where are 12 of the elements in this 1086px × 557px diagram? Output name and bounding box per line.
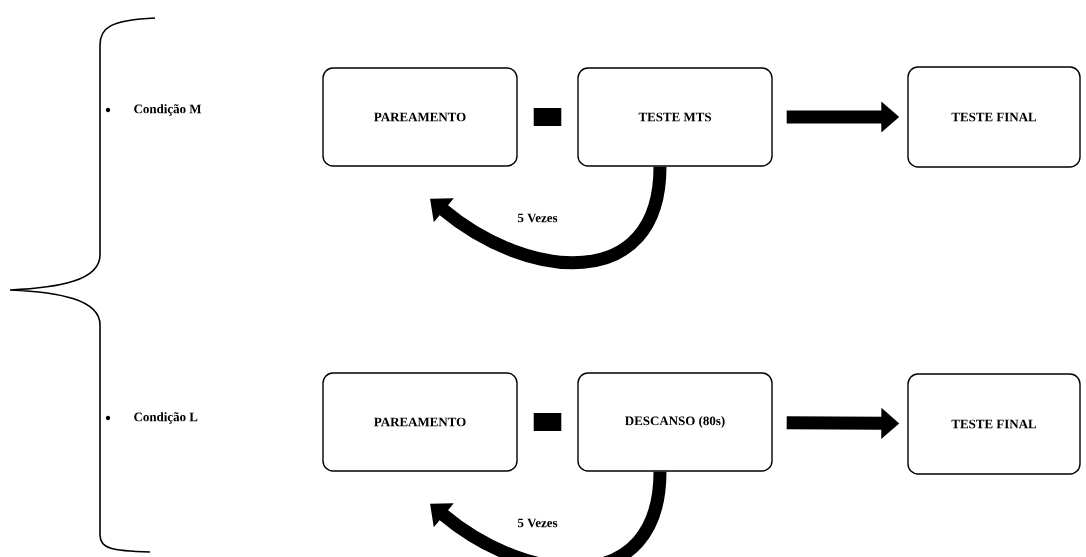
arrow <box>430 166 667 269</box>
edge-label: 5 Vezes <box>515 211 560 225</box>
process-box: PAREAMENTO <box>322 67 518 167</box>
condition-label: Condição L <box>134 412 198 424</box>
process-box: TESTE MTS <box>577 67 773 167</box>
process-box: TESTE FINAL <box>907 373 1081 475</box>
process-box: DESCANSO (80s) <box>577 372 773 472</box>
edge-label: 5 Vezes <box>515 516 560 530</box>
condition-label: Condição M <box>134 104 202 116</box>
process-box: TESTE FINAL <box>907 66 1081 168</box>
process-box: PAREAMENTO <box>322 372 518 472</box>
arrow <box>430 471 667 557</box>
